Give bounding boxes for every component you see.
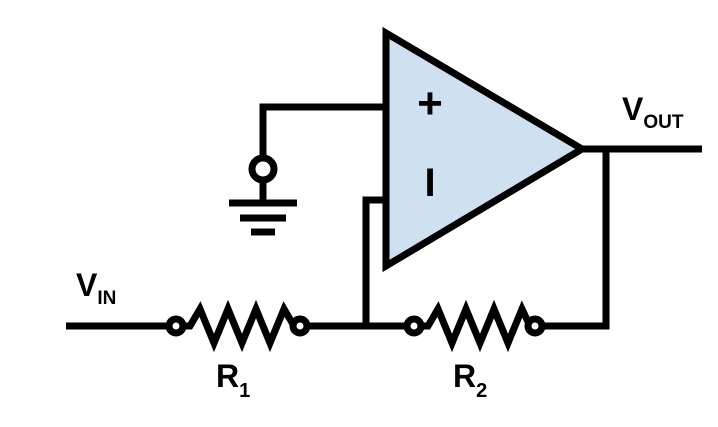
inverting-input-wire [362,196,386,326]
r2-terminal-left [403,315,425,337]
r2-terminal-right [524,315,546,337]
v-in-label: VIN [76,267,116,309]
ground-terminal [248,154,278,184]
opamp-plus-sign: + [417,79,443,128]
r1-terminal-right [289,315,311,337]
opamp-minus-sign: I [424,161,435,205]
feedback-wire [538,149,610,330]
v-out-label: VOUT [622,91,684,133]
resistor-r1 [180,299,298,353]
resistor-r2 [418,299,534,353]
r1-label: R1 [216,358,250,402]
r1-terminal-left [165,315,187,337]
r2-label: R2 [453,358,487,402]
ground-icon [229,180,297,236]
opamp-triangle [382,26,589,273]
ground-wire [259,103,386,158]
